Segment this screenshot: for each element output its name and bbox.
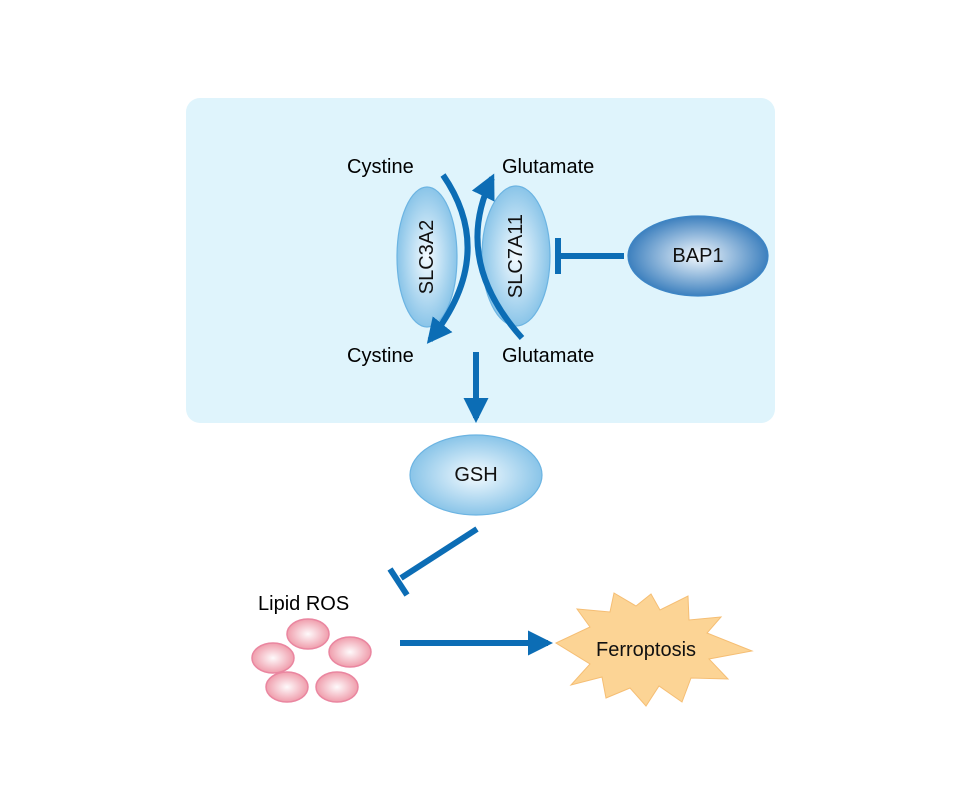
bap1-label: BAP1: [672, 245, 723, 267]
cystine-outside-label: Cystine: [347, 156, 414, 178]
bap1-inhibits-slc7a11: [555, 238, 624, 274]
ferroptosis-starburst-icon: [554, 592, 754, 707]
slc3a2-node[interactable]: SLC3A2: [396, 186, 458, 328]
slc3a2-label: SLC3A2: [416, 220, 438, 295]
bap1-node[interactable]: BAP1: [627, 215, 769, 297]
ferroptosis-label: Ferroptosis: [596, 639, 696, 661]
cystine-transport-arrow: [426, 173, 471, 344]
lipid-ros-blob: [328, 636, 372, 668]
glutamate-outside-label: Glutamate: [502, 156, 594, 178]
lipid-ros-blob: [315, 671, 359, 703]
gsh-label: GSH: [454, 464, 497, 486]
cystine-inside-label: Cystine: [347, 345, 414, 367]
ferroptosis-node[interactable]: Ferroptosis: [554, 592, 754, 707]
gsh-node[interactable]: GSH: [409, 434, 543, 516]
glutamate-inside-label: Glutamate: [502, 345, 594, 367]
slc7a11-label: SLC7A11: [505, 214, 527, 298]
glutamate-transport-arrow: [471, 173, 525, 341]
lipid-ros-blob: [286, 618, 330, 650]
lipid-ros-cluster[interactable]: [251, 618, 372, 703]
lipid-ros-label: Lipid ROS: [258, 593, 349, 615]
gsh-inhibits-lipid-ros: [387, 526, 479, 597]
lipid-ros-blob: [265, 671, 309, 703]
slc7a11-node[interactable]: SLC7A11: [481, 185, 551, 327]
lipid-ros-blob: [251, 642, 295, 674]
